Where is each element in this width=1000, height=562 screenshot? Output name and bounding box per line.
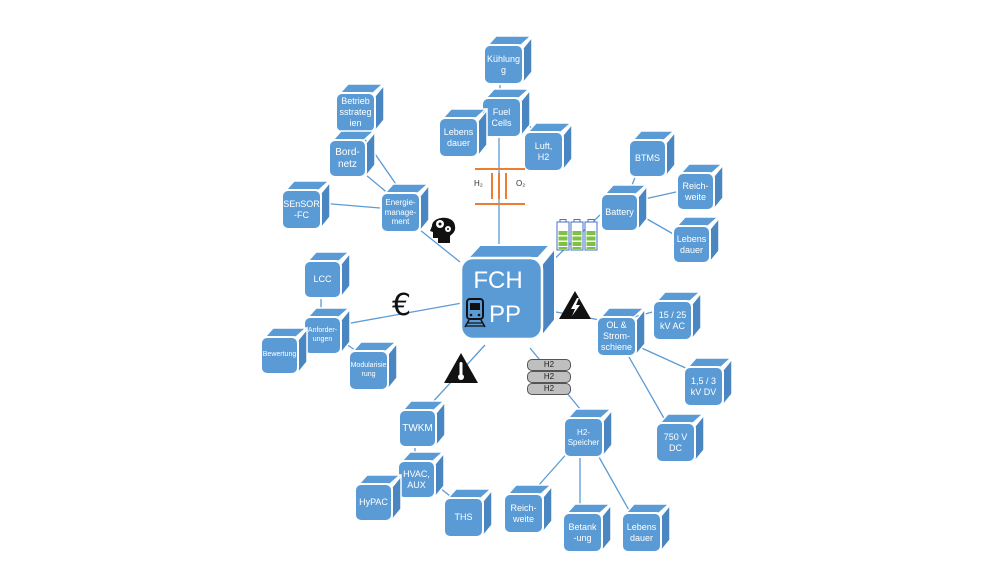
node-label: H2- Speicher: [567, 427, 600, 447]
temperature-warning-icon: [444, 353, 478, 383]
node-label: HVAC, AUX: [403, 468, 430, 490]
center-title-line1: FCH: [473, 266, 523, 294]
node-label: THS: [454, 512, 473, 523]
node-label: OL & Strom- schiene: [600, 320, 633, 352]
h2-tank: H2: [527, 359, 571, 371]
node-label: Lebens dauer: [626, 521, 657, 543]
node-label: 750 V DC: [663, 431, 688, 453]
node-label: Anforder- ungen: [307, 327, 338, 343]
node-label: BTMS: [634, 153, 660, 164]
node-label: Bord- netz: [335, 146, 360, 170]
train-icon: [464, 298, 486, 328]
head-gears-icon: [430, 217, 456, 243]
fuel-cell-icon: [475, 168, 525, 205]
node-label: Luft, H2: [534, 140, 553, 162]
node-label: Lebens dauer: [443, 126, 474, 148]
h2-label: H₂: [474, 179, 483, 188]
node-label: 1,5 / 3 kV DV: [690, 375, 717, 397]
node-label: Energie- manage- ment: [384, 198, 417, 227]
node-label: HyPAC: [359, 497, 388, 508]
high-voltage-warning-icon: [559, 291, 591, 319]
node-label: LCC: [313, 274, 332, 285]
node-label: Battery: [605, 207, 634, 218]
node-label: Lebens dauer: [676, 233, 707, 255]
node-label: SEnSOR -FC: [283, 198, 320, 220]
battery-icon: [556, 219, 598, 251]
node-label: Reich- weite: [510, 502, 537, 524]
node-label: TWKM: [402, 422, 433, 434]
h2-tank: H2: [527, 383, 571, 395]
node-label: Betank -ung: [568, 521, 597, 543]
node-label: Modularisie rung: [350, 362, 387, 378]
euro-icon: €: [392, 288, 412, 323]
h2-tank: H2: [527, 371, 571, 383]
node-label: Betrieb sstrateg ien: [339, 96, 372, 128]
node-label: Reich- weite: [682, 180, 709, 202]
center-title-line2: PP: [488, 300, 521, 328]
node-label: 15 / 25 kV AC: [658, 309, 687, 331]
o2-label: O₂: [516, 179, 526, 188]
node-label: Bewertung: [262, 351, 297, 359]
node-label: Kühlung g: [486, 53, 521, 75]
node-label: Fuel Cells: [491, 106, 512, 128]
